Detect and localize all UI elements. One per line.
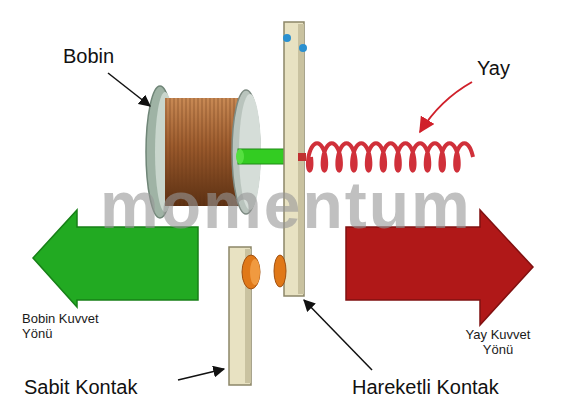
core-rod — [236, 149, 244, 164]
leader-line — [108, 73, 150, 106]
fixed-contact-tip — [250, 259, 260, 285]
force-direction-label: Yay Kuvvet Yönü — [454, 327, 542, 357]
watermark: momentum — [100, 168, 472, 242]
leader-line — [304, 300, 372, 370]
pivot-pin — [283, 34, 291, 42]
part-label: Hareketli Kontak — [352, 375, 499, 399]
core-rod — [238, 149, 288, 164]
part-label: Yay — [477, 56, 510, 80]
part-label: Bobin — [63, 44, 114, 68]
part-label: Sabit Kontak — [24, 375, 137, 399]
leader-line — [178, 369, 224, 380]
spring — [308, 143, 473, 170]
fixed-contact-tip — [242, 255, 260, 289]
moving-contact-tip — [274, 255, 286, 287]
force-direction-label: Bobin Kuvvet Yönü — [22, 311, 120, 341]
pivot-pin — [299, 44, 307, 52]
leader-line — [420, 82, 472, 132]
spring-anchor — [298, 153, 306, 161]
